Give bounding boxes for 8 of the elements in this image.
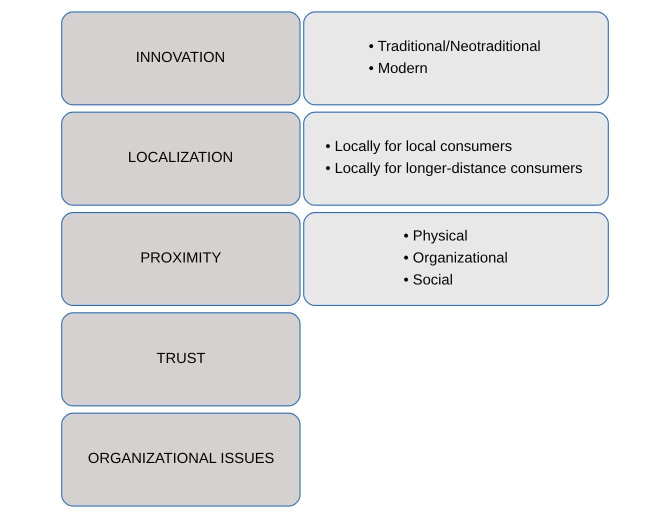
node-box: LOCALIZATION	[61, 112, 301, 206]
node-box: INNOVATION	[61, 11, 301, 106]
node-box: • Traditional/Neotraditional • Modern	[303, 11, 609, 106]
node-box: • Locally for local consumers • Locally for longer-distance consumers	[303, 112, 609, 206]
node-box: TRUST	[61, 312, 301, 406]
node-box: ORGANIZATIONAL ISSUES	[61, 412, 301, 507]
node-box: • Physical • Organizational • Social	[303, 212, 609, 306]
node-box: PROXIMITY	[61, 212, 301, 306]
